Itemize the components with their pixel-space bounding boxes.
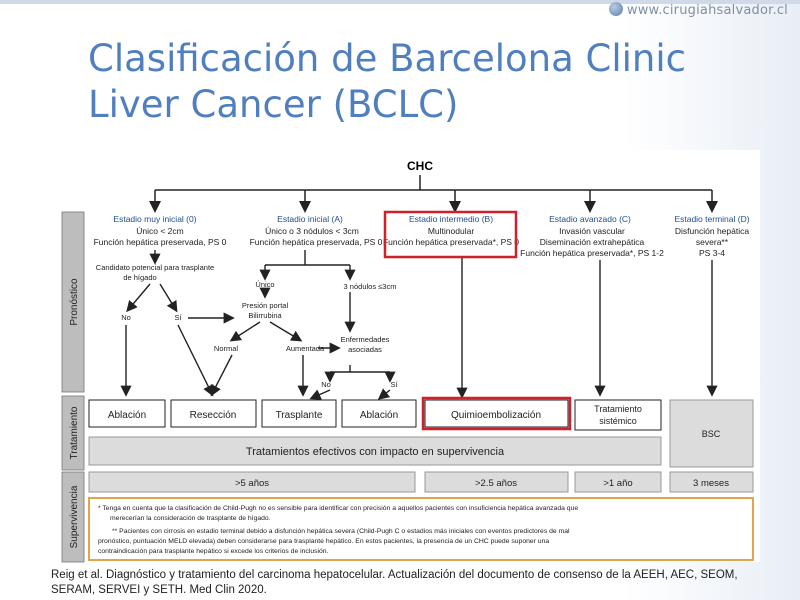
title-line-1: Clasificación de Barcelona Clinic (88, 37, 686, 80)
survival-box-1 (88, 471, 416, 493)
stage-b-highlight (383, 210, 518, 259)
treatment-bsc: BSC (702, 429, 721, 439)
treatment-sistemico-line1: Tratamiento (594, 404, 642, 414)
root-chc: CHC (407, 159, 433, 173)
box-tratamiento-sistemico (574, 399, 662, 431)
node-candidato-line2: de hígado (123, 273, 156, 282)
side-labels (61, 211, 85, 563)
note-1-line2: merecerían la consideración de trasplant… (110, 515, 271, 522)
treatment-reseccion: Resección (190, 410, 237, 421)
stage-a-line1: Único o 3 nódulos < 3cm (265, 226, 359, 236)
slide-title: Clasificación de Barcelona Clinic Liver … (88, 36, 768, 128)
site-url[interactable]: www.cirugiahsalvador.cl (608, 2, 788, 18)
note-2-line1: ** Pacientes con cirrosis en estadio ter… (112, 528, 570, 535)
node-presion-portal: Presión portal (242, 301, 289, 310)
survival-value-4: 3 meses (693, 478, 729, 489)
note-2-line2: pronóstico, puntuación MELD elevada) deb… (98, 538, 549, 545)
treatment-ablacion-1: Ablación (108, 410, 146, 421)
effective-treatments-bar (88, 436, 662, 466)
globe-icon (608, 2, 623, 16)
citation-line-2: SERAM, SERVEI y SETH. Med Clin 2020. (51, 584, 267, 596)
node-tres-nodulos: 3 nódulos ≤3cm (344, 282, 397, 291)
quimio-highlight (421, 396, 572, 431)
node-aumentada: Aumentada (286, 344, 325, 353)
treatment-sistemico-line2: sistémico (599, 416, 637, 426)
stage-0-name: Estadio muy inicial (0) (113, 214, 196, 224)
survival-value-3: >1 año (603, 478, 632, 489)
node-si-1: Sí (174, 313, 182, 322)
stage-bcd-connectors (456, 258, 718, 399)
node-no-2: No (321, 380, 331, 389)
box-ablacion-2 (341, 399, 417, 428)
stage-c-line3: Función hepática preservada*, PS 1-2 (520, 248, 664, 258)
notes-box (88, 497, 754, 561)
stage-b-line1: Multinodular (428, 226, 474, 236)
title-line-2: Liver Cancer (BCLC) (88, 83, 459, 126)
stage-c-line2: Diseminación extrahepática (540, 237, 645, 247)
stage-a-name: Estadio inicial (A) (277, 214, 343, 224)
effective-treatments-label: Tratamientos efectivos con impacto en su… (246, 446, 505, 458)
root-connectors (149, 175, 718, 213)
node-unico: Único (255, 280, 274, 289)
stage-a-line2: Función hepática preservada, PS 0 (250, 237, 383, 247)
treatment-ablacion-2: Ablación (360, 410, 398, 421)
stage-d-line3: PS 3-4 (699, 248, 725, 258)
citation-line-1: Reig et al. Diagnóstico y tratamiento de… (51, 569, 738, 581)
stage-0-line1: Único < 2cm (136, 226, 183, 236)
node-bilirrubina: Bilirrubina (248, 311, 282, 320)
side-pronostico-box (61, 211, 85, 393)
stage-a-connectors (210, 250, 396, 400)
side-label-pronostico: Pronóstico (69, 278, 80, 326)
stage-b-line2: Función hepática preservada*, PS 0 (383, 237, 519, 247)
box-quimioembolizacion (424, 399, 569, 428)
node-candidato-line1: Candidato potencial para trasplante (96, 263, 214, 272)
side-label-supervivencia: Supervivencia (69, 485, 80, 548)
stage-0-connectors (120, 250, 235, 397)
stage-b-name: Estadio intermedio (B) (409, 214, 493, 224)
box-reseccion (170, 399, 257, 428)
node-enfermedades: Enfermedades (341, 335, 390, 344)
treatment-boxes (88, 399, 662, 431)
diagram-panel (60, 150, 760, 562)
survival-box-3 (574, 471, 662, 493)
stage-c-name: Estadio avanzado (C) (549, 214, 631, 224)
box-bsc (669, 399, 754, 468)
node-si-2: Sí (390, 380, 398, 389)
stage-d-line1: Disfunción hepática (675, 226, 749, 236)
stage-d-line2: severa** (696, 237, 729, 247)
stage-d-name: Estadio terminal (D) (674, 214, 749, 224)
treatment-trasplante: Trasplante (276, 410, 323, 421)
box-trasplante (261, 399, 337, 428)
note-2-line3: contraindicación para trasplante hepátic… (98, 548, 329, 555)
node-asociadas: asociadas (348, 345, 382, 354)
survival-boxes (88, 471, 754, 493)
box-ablacion-1 (88, 399, 166, 428)
site-url-text: www.cirugiahsalvador.cl (626, 3, 788, 18)
side-tratamiento-box (61, 395, 85, 471)
top-accent-bar (0, 0, 800, 4)
survival-value-2: >2.5 años (475, 478, 517, 489)
node-normal: Normal (214, 344, 239, 353)
node-no-1: No (121, 313, 131, 322)
citation: Reig et al. Diagnóstico y tratamiento de… (51, 568, 791, 598)
note-1-line1: * Tenga en cuenta que la clasificación d… (98, 505, 578, 512)
survival-box-2 (424, 471, 569, 493)
stage-c-line1: Invasión vascular (559, 226, 625, 236)
side-supervivencia-box (61, 471, 85, 563)
side-label-tratamiento: Tratamiento (69, 406, 80, 459)
survival-value-1: >5 años (235, 478, 269, 489)
stage-0-line2: Función hepática preservada, PS 0 (94, 237, 227, 247)
treatment-quimioembolizacion: Quimioembolización (451, 410, 541, 421)
survival-box-4 (669, 471, 754, 493)
